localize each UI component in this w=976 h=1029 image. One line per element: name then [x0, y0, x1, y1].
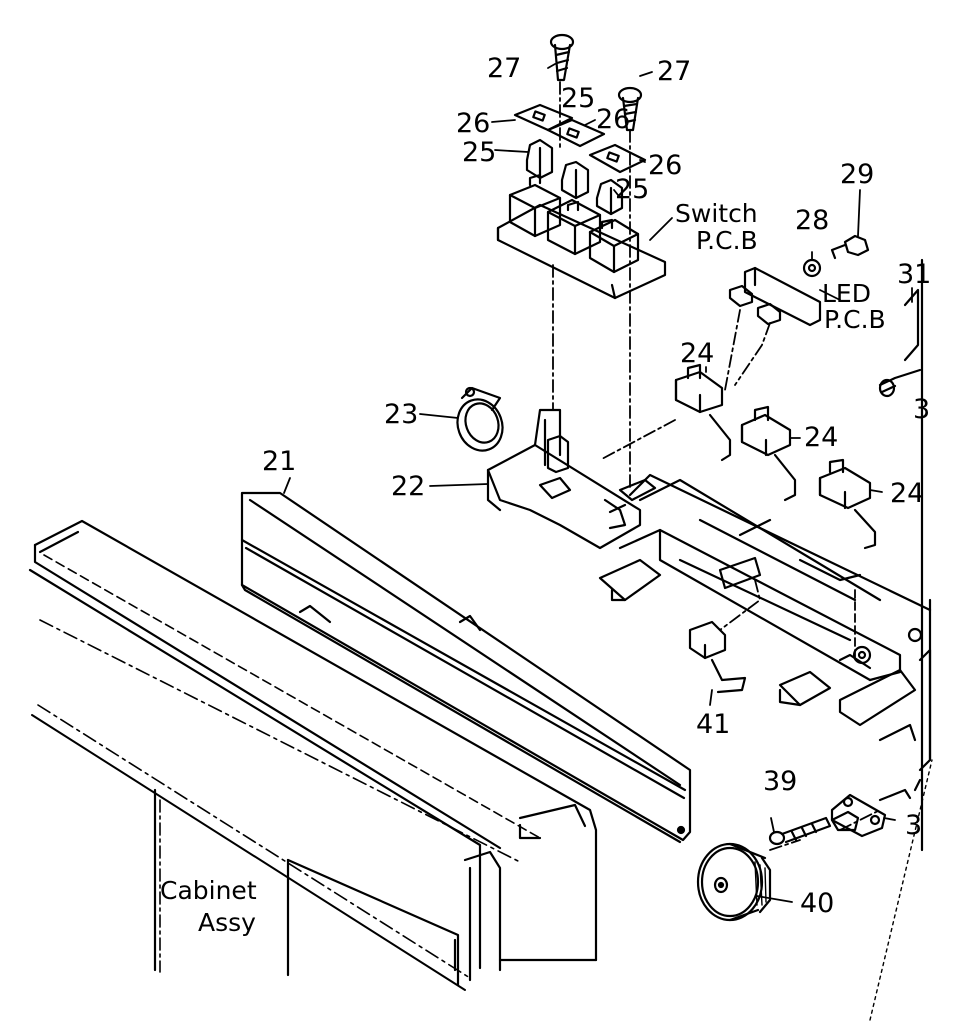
clamp-23	[456, 386, 504, 452]
label-40: 40	[800, 888, 834, 919]
label-21: 21	[262, 446, 296, 477]
label-24-c: 24	[890, 478, 924, 509]
cabinet-assy	[28, 519, 598, 991]
led-pcb-label-line1: LED	[822, 279, 871, 308]
switch-pcb-label-line1: Switch	[675, 199, 758, 228]
label-24-a: 24	[680, 338, 714, 369]
label-3-b: 3	[905, 810, 922, 841]
cabinet-label-line2: Assy	[198, 908, 256, 937]
clip-24-a	[674, 363, 732, 462]
label-31: 31	[897, 259, 931, 290]
label-26-b: 26	[596, 104, 630, 135]
label-27-b: 27	[657, 56, 691, 87]
part-labels: 21 22 23 24 24 24 25 25 25 26 26 26 27 2…	[160, 53, 931, 937]
clip-24-b	[740, 405, 797, 502]
label-41: 41	[696, 709, 730, 740]
button-caps-25	[525, 138, 624, 216]
knob-40	[696, 842, 772, 922]
chassis-22	[486, 408, 932, 742]
cabinet-label-line1: Cabinet	[160, 876, 257, 905]
right-frame	[869, 258, 933, 1021]
label-23: 23	[384, 399, 418, 430]
label-26-c: 26	[648, 150, 682, 181]
label-29: 29	[840, 159, 874, 190]
led-pcb-label-line2: P.C.B	[824, 305, 886, 334]
label-39: 39	[763, 766, 797, 797]
label-25-a: 25	[462, 137, 496, 168]
led-pcb	[728, 234, 870, 327]
clip-24-c	[818, 458, 877, 550]
screw-39-bracket	[768, 788, 912, 846]
label-28: 28	[795, 205, 829, 236]
label-27-a: 27	[487, 53, 521, 84]
leader-lines	[283, 63, 913, 903]
label-25-b: 25	[561, 83, 595, 114]
label-24-b: 24	[804, 422, 838, 453]
label-26-a: 26	[456, 108, 490, 139]
label-25-c: 25	[615, 174, 649, 205]
bracket-41	[688, 620, 747, 694]
label-3-a: 3	[913, 394, 930, 425]
switch-pcb-label-line2: P.C.B	[696, 226, 758, 255]
label-22: 22	[391, 471, 425, 502]
front-panel-21	[240, 491, 692, 844]
plates-26	[513, 103, 647, 174]
